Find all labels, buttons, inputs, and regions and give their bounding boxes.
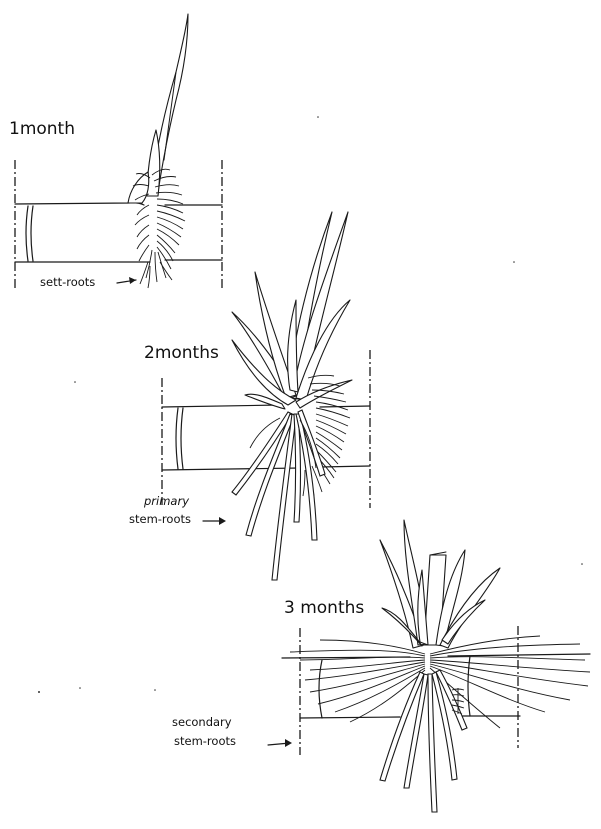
- stage-2-arrowhead: [219, 517, 226, 525]
- stage-3-label: 3 months: [284, 598, 364, 618]
- stage-2-label: 2months: [144, 343, 219, 363]
- stage-1-shoot: [128, 14, 188, 203]
- stage-2-sett: [162, 405, 370, 470]
- stage-3-secondary-stem-roots: [290, 636, 590, 728]
- stage-1-arrowhead: [129, 277, 136, 284]
- stage-3-shoot: [380, 520, 500, 648]
- stage-3-root-label-1: secondary: [172, 715, 232, 729]
- stage-2-shoot: [232, 212, 352, 409]
- stage-1-root-label: sett-roots: [40, 275, 95, 289]
- stage-3-primary-stem-roots: [380, 670, 467, 812]
- stage-1-label: 1month: [9, 119, 75, 139]
- stage-2-months: 2months: [129, 212, 370, 580]
- stage-1-month: 1month: [9, 14, 222, 290]
- stage-3-root-label-2: stem-roots: [174, 734, 236, 748]
- stage-2-root-label-2: stem-roots: [129, 512, 191, 526]
- stage-2-root-label-1: primary: [143, 494, 189, 508]
- stage-1-sett: [15, 203, 222, 262]
- stage-2-primary-stem-roots: [232, 410, 325, 580]
- stage-3-months: 3 months: [172, 520, 590, 812]
- stage-3-arrowhead: [285, 739, 292, 747]
